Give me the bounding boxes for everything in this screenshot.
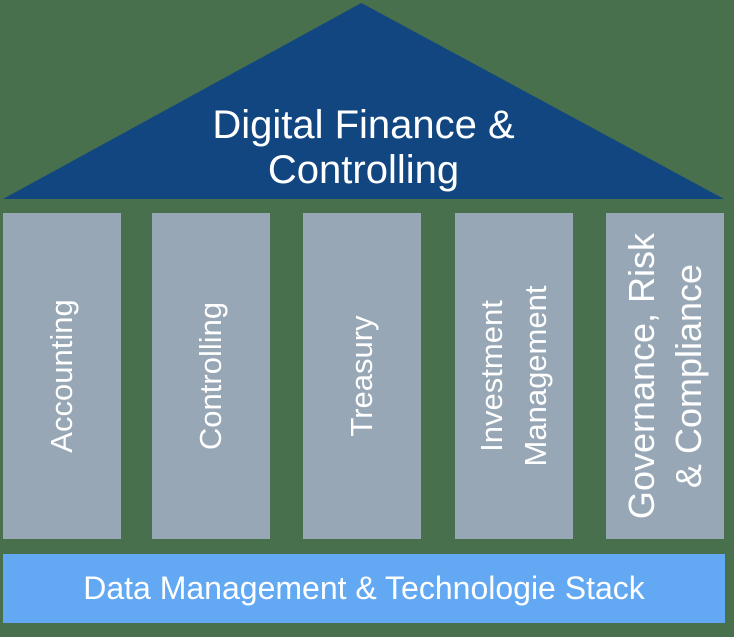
pillar-accounting-label: Accounting — [44, 299, 79, 453]
pillar-controlling: Controlling — [152, 213, 270, 539]
pillar-controlling-label: Controlling — [193, 301, 228, 451]
base-bar-label: Data Management & Technologie Stack — [83, 570, 645, 606]
pillar-treasury-label: Treasury — [344, 315, 379, 437]
pillar-treasury: Treasury — [303, 213, 421, 539]
pillar-investment-management: Investment Management — [455, 213, 573, 539]
pillar-governance-risk-compliance: Governance, Risk & Compliance — [606, 213, 724, 539]
pillar-investment-management-label: Investment Management — [474, 285, 553, 467]
roof-title: Digital Finance & Controlling — [212, 103, 515, 192]
pillar-governance-risk-compliance-label: Governance, Risk & Compliance — [621, 232, 709, 520]
base-bar: Data Management & Technologie Stack — [3, 554, 725, 623]
pillar-accounting: Accounting — [3, 213, 121, 539]
